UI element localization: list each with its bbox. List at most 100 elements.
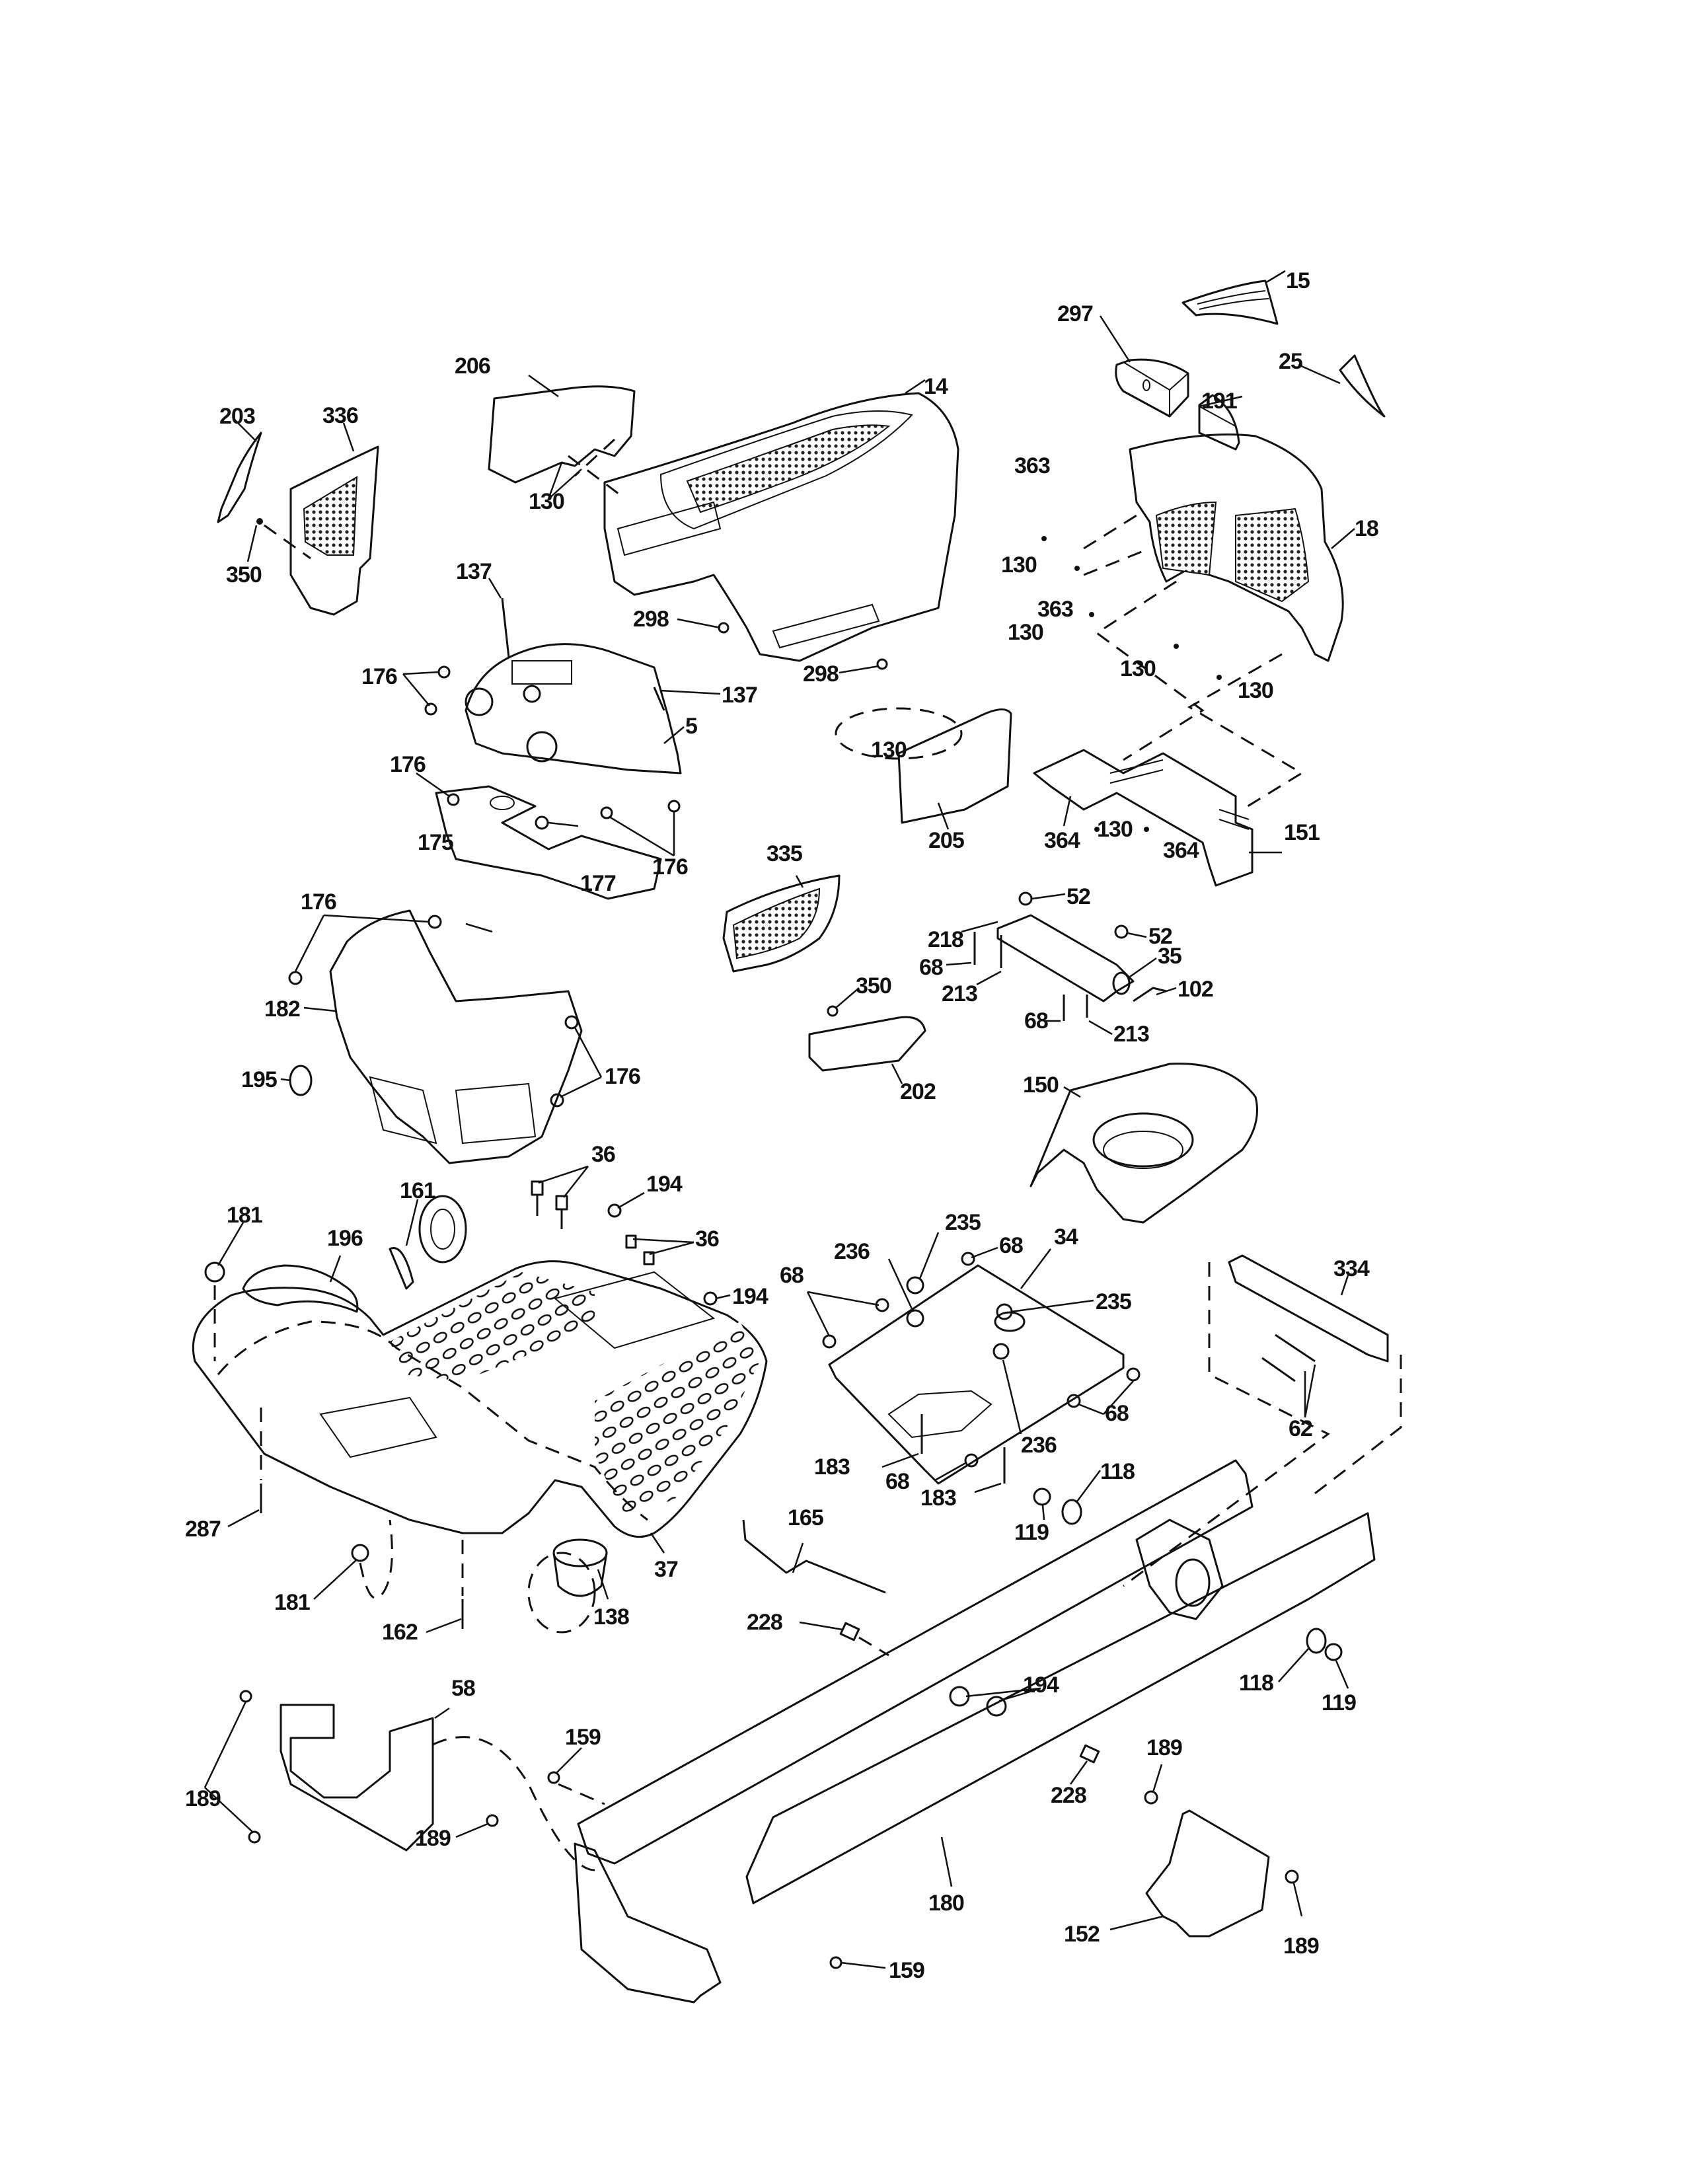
callout-68-lower[interactable]: 68 <box>1024 1008 1049 1034</box>
leader-287 <box>227 1509 260 1528</box>
callout-175[interactable]: 175 <box>418 830 454 855</box>
callout-189-cover-right[interactable]: 189 <box>1283 1934 1320 1959</box>
callout-196[interactable]: 196 <box>327 1226 363 1251</box>
callout-62[interactable]: 62 <box>1289 1416 1313 1441</box>
callout-205[interactable]: 205 <box>928 828 965 853</box>
callout-159-lower[interactable]: 159 <box>889 1958 925 1983</box>
part-181-clip-b <box>351 1544 369 1562</box>
callout-213-left[interactable]: 213 <box>942 981 978 1006</box>
callout-165[interactable]: 165 <box>788 1505 824 1530</box>
callout-137-right[interactable]: 137 <box>722 683 758 708</box>
callout-58[interactable]: 58 <box>451 1676 476 1701</box>
callout-138[interactable]: 138 <box>593 1604 630 1630</box>
callout-5[interactable]: 5 <box>685 714 698 739</box>
callout-14[interactable]: 14 <box>924 374 948 399</box>
callout-202[interactable]: 202 <box>900 1079 936 1104</box>
callout-130-grille-b[interactable]: 130 <box>1008 620 1044 645</box>
callout-176-lower-a[interactable]: 176 <box>301 889 337 915</box>
callout-118-lower[interactable]: 118 <box>1239 1671 1274 1696</box>
callout-298-right[interactable]: 298 <box>803 661 839 687</box>
callout-228-lower[interactable]: 228 <box>1051 1783 1087 1808</box>
callout-363-upper[interactable]: 363 <box>1014 453 1051 478</box>
callout-52-right[interactable]: 52 <box>1148 924 1173 949</box>
callout-228-upper[interactable]: 228 <box>747 1610 783 1635</box>
callout-350-lower[interactable]: 350 <box>856 973 892 998</box>
callout-119-lower[interactable]: 119 <box>1322 1690 1357 1715</box>
part-203-bracket <box>217 419 262 523</box>
callout-287[interactable]: 287 <box>185 1517 221 1542</box>
callout-183-right[interactable]: 183 <box>920 1486 957 1511</box>
callout-189-left[interactable]: 189 <box>185 1786 221 1811</box>
callout-235-upper[interactable]: 235 <box>945 1210 981 1235</box>
callout-137-upper[interactable]: 137 <box>456 559 492 584</box>
callout-52-left[interactable]: 52 <box>1067 884 1091 909</box>
callout-162[interactable]: 162 <box>382 1620 418 1645</box>
callout-176-dash-c[interactable]: 176 <box>652 854 689 880</box>
callout-151[interactable]: 151 <box>1284 820 1320 845</box>
callout-159-upper[interactable]: 159 <box>565 1725 601 1750</box>
callout-350-upper[interactable]: 350 <box>226 562 262 587</box>
callout-130-grille-c[interactable]: 130 <box>1120 656 1156 681</box>
callout-191[interactable]: 191 <box>1201 389 1238 414</box>
callout-118-upper[interactable]: 118 <box>1100 1459 1135 1484</box>
callout-176-lower-b[interactable]: 176 <box>605 1064 641 1089</box>
callout-68-plate-a[interactable]: 68 <box>999 1233 1024 1258</box>
callout-364-right[interactable]: 364 <box>1163 838 1199 863</box>
callout-218[interactable]: 218 <box>928 927 964 952</box>
callout-298-left[interactable]: 298 <box>633 607 669 632</box>
dash-grille-bracket-left <box>1095 580 1205 761</box>
callout-152[interactable]: 152 <box>1064 1922 1100 1947</box>
callout-25[interactable]: 25 <box>1279 349 1303 374</box>
callout-182[interactable]: 182 <box>264 997 301 1022</box>
callout-363-lower[interactable]: 363 <box>1037 597 1074 622</box>
part-334-bracket <box>1123 1254 1402 1587</box>
callout-15[interactable]: 15 <box>1286 268 1310 293</box>
callout-203[interactable]: 203 <box>219 404 256 429</box>
callout-130-cover[interactable]: 130 <box>871 737 907 763</box>
part-335-side-panel <box>722 874 860 1017</box>
callout-194-frame[interactable]: 194 <box>1023 1673 1059 1698</box>
callout-213-right[interactable]: 213 <box>1113 1022 1150 1047</box>
callout-236-upper[interactable]: 236 <box>834 1239 870 1264</box>
callout-37[interactable]: 37 <box>654 1557 679 1582</box>
callout-364-left[interactable]: 364 <box>1044 828 1080 853</box>
callout-18[interactable]: 18 <box>1355 516 1379 541</box>
callout-297[interactable]: 297 <box>1057 301 1094 326</box>
callout-68-plate-b[interactable]: 68 <box>780 1263 804 1288</box>
callout-181-lower[interactable]: 181 <box>274 1590 311 1615</box>
callout-335[interactable]: 335 <box>767 841 803 866</box>
callout-150[interactable]: 150 <box>1023 1073 1059 1098</box>
callout-236-lower[interactable]: 236 <box>1021 1433 1057 1458</box>
callout-130-hood[interactable]: 130 <box>529 489 565 514</box>
callout-35[interactable]: 35 <box>1158 944 1182 969</box>
callout-34[interactable]: 34 <box>1054 1224 1078 1250</box>
callout-181-upper[interactable]: 181 <box>227 1203 263 1228</box>
callout-183-left[interactable]: 183 <box>814 1454 850 1480</box>
callout-68-upper[interactable]: 68 <box>919 955 944 980</box>
callout-102[interactable]: 102 <box>1178 977 1214 1002</box>
callout-194-fender-a[interactable]: 194 <box>646 1172 683 1197</box>
callout-235-lower[interactable]: 235 <box>1096 1289 1132 1314</box>
callout-130-grille-d[interactable]: 130 <box>1238 678 1274 703</box>
callout-195[interactable]: 195 <box>241 1067 278 1092</box>
callout-130-bracket[interactable]: 130 <box>1097 817 1133 842</box>
callout-177[interactable]: 177 <box>580 871 617 896</box>
callout-68-plate-c[interactable]: 68 <box>1105 1401 1129 1426</box>
part-130-screw-dot <box>1041 536 1047 541</box>
callout-68-plate-d[interactable]: 68 <box>885 1469 910 1494</box>
callout-189-bracket[interactable]: 189 <box>415 1826 451 1851</box>
callout-189-cover-top[interactable]: 189 <box>1146 1735 1183 1760</box>
callout-334[interactable]: 334 <box>1333 1256 1370 1281</box>
callout-176-dash-a[interactable]: 176 <box>361 664 398 689</box>
callout-36-left[interactable]: 36 <box>591 1142 616 1167</box>
callout-180[interactable]: 180 <box>928 1891 965 1916</box>
part-218-bracket <box>946 891 1177 1036</box>
callout-36-right[interactable]: 36 <box>695 1226 720 1252</box>
callout-336[interactable]: 336 <box>322 403 359 428</box>
callout-206[interactable]: 206 <box>455 354 491 379</box>
callout-161[interactable]: 161 <box>400 1178 436 1203</box>
callout-119-upper[interactable]: 119 <box>1014 1520 1049 1545</box>
callout-130-grille-a[interactable]: 130 <box>1001 552 1037 578</box>
callout-194-fender-b[interactable]: 194 <box>732 1284 768 1309</box>
callout-176-dash-b[interactable]: 176 <box>390 752 426 777</box>
